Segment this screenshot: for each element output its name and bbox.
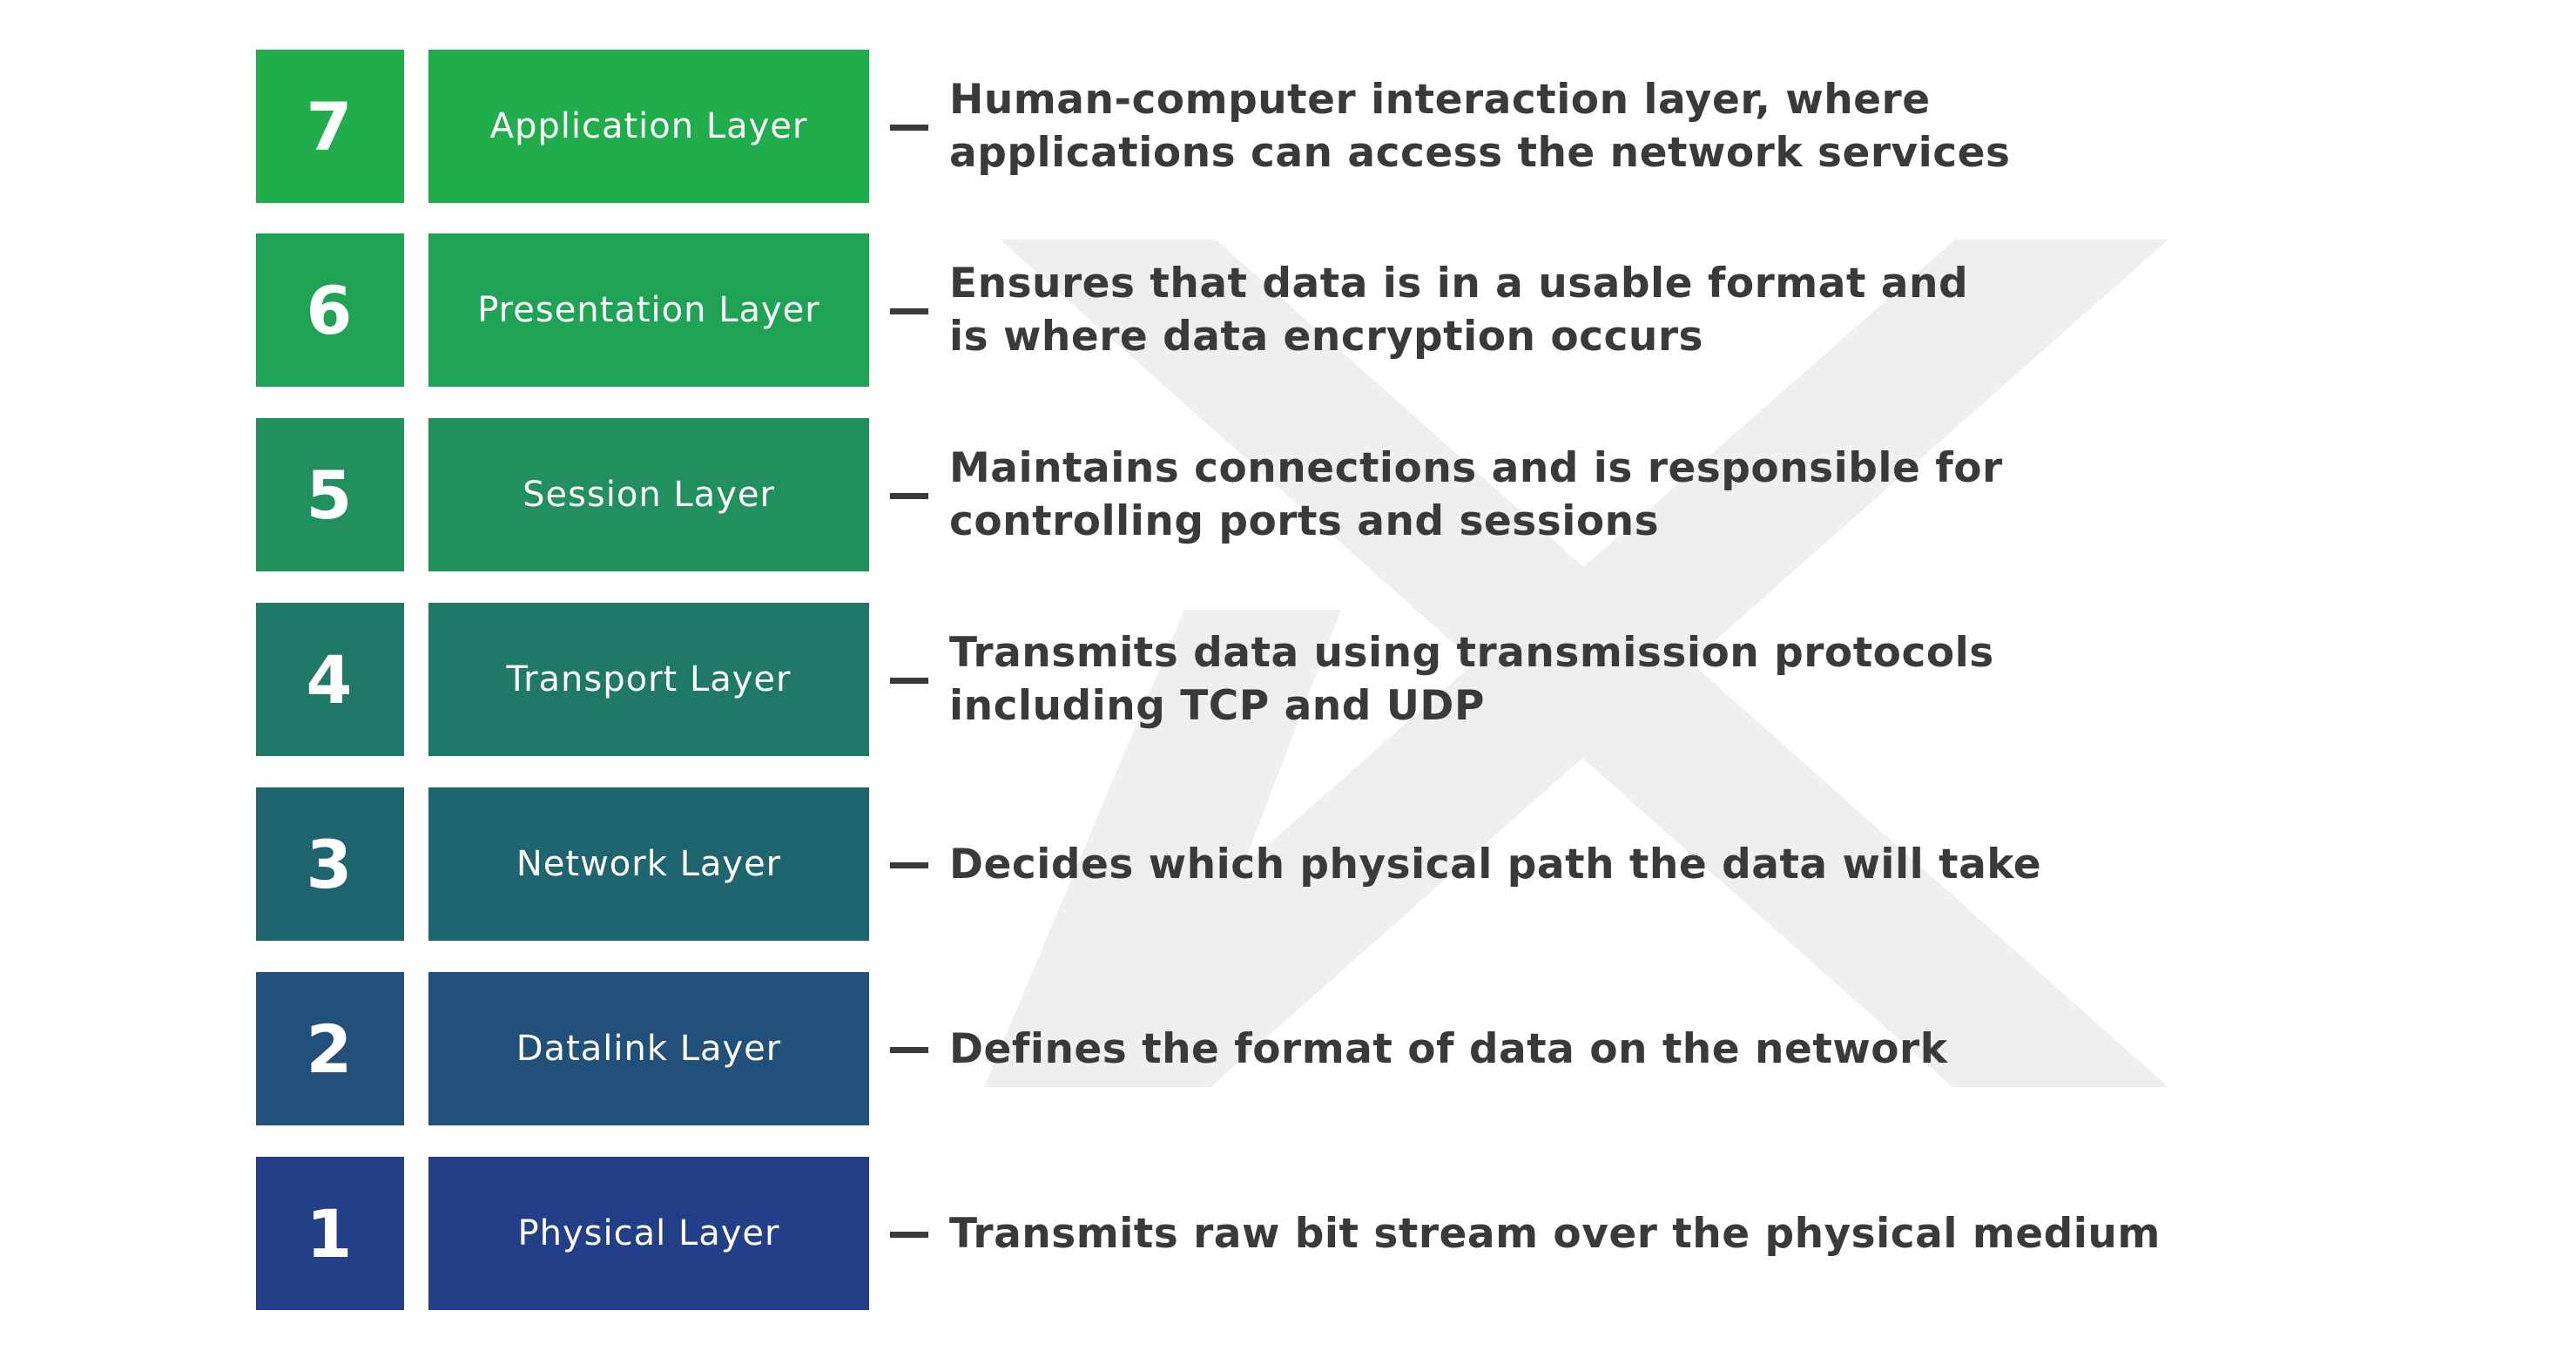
layer-description-text: Defines the format of data on the networ… [949, 1024, 1948, 1073]
layer-row-5: 5 Session Layer Maintains connections an… [0, 418, 2576, 571]
layer-name-box: Session Layer [428, 418, 869, 571]
layer-number-box: 4 [256, 603, 404, 756]
layer-name-box: Network Layer [428, 787, 869, 941]
layer-row-1: 1 Physical Layer Transmits raw bit strea… [0, 1157, 2576, 1310]
dash-separator [890, 125, 928, 131]
layer-name-box: Application Layer [428, 50, 869, 203]
layer-name-box: Presentation Layer [428, 233, 869, 387]
layer-number-box: 7 [256, 50, 404, 203]
layer-name-box: Physical Layer [428, 1157, 869, 1310]
layer-description-text: Decides which physical path the data wil… [949, 840, 2042, 888]
layer-name-box: Transport Layer [428, 603, 869, 756]
dash-separator [890, 862, 928, 868]
layer-description-text: Transmits raw bit stream over the physic… [949, 1209, 2161, 1258]
layer-description: Maintains connections and is responsible… [949, 418, 2273, 571]
layer-number-box: 3 [256, 787, 404, 941]
layer-row-2: 2 Datalink Layer Defines the format of d… [0, 972, 2576, 1125]
layer-description-text: Ensures that data is in a usable format … [949, 260, 1969, 361]
dash-separator [890, 493, 928, 499]
layer-number-box: 2 [256, 972, 404, 1125]
layer-number-box: 1 [256, 1157, 404, 1310]
layer-description: Human-computer interaction layer, where … [949, 50, 2273, 203]
layer-row-3: 3 Network Layer Decides which physical p… [0, 787, 2576, 941]
layer-description: Ensures that data is in a usable format … [949, 233, 2273, 387]
layer-description: Defines the format of data on the networ… [949, 972, 2273, 1125]
dash-separator [890, 1232, 928, 1238]
layer-description: Decides which physical path the data wil… [949, 787, 2273, 941]
layer-row-4: 4 Transport Layer Transmits data using t… [0, 603, 2576, 756]
layer-description-text: Transmits data using transmission protoc… [949, 629, 1994, 730]
layer-number-box: 6 [256, 233, 404, 387]
dash-separator [890, 308, 928, 314]
layer-row-7: 7 Application Layer Human-computer inter… [0, 50, 2576, 203]
dash-separator [890, 1047, 928, 1053]
dash-separator [890, 678, 928, 684]
layer-description-text: Maintains connections and is responsible… [949, 444, 2003, 545]
layer-description: Transmits data using transmission protoc… [949, 603, 2273, 756]
layer-description: Transmits raw bit stream over the physic… [949, 1157, 2273, 1310]
layer-name-box: Datalink Layer [428, 972, 869, 1125]
layer-description-text: Human-computer interaction layer, where … [949, 76, 2011, 177]
layer-row-6: 6 Presentation Layer Ensures that data i… [0, 233, 2576, 387]
layer-number-box: 5 [256, 418, 404, 571]
